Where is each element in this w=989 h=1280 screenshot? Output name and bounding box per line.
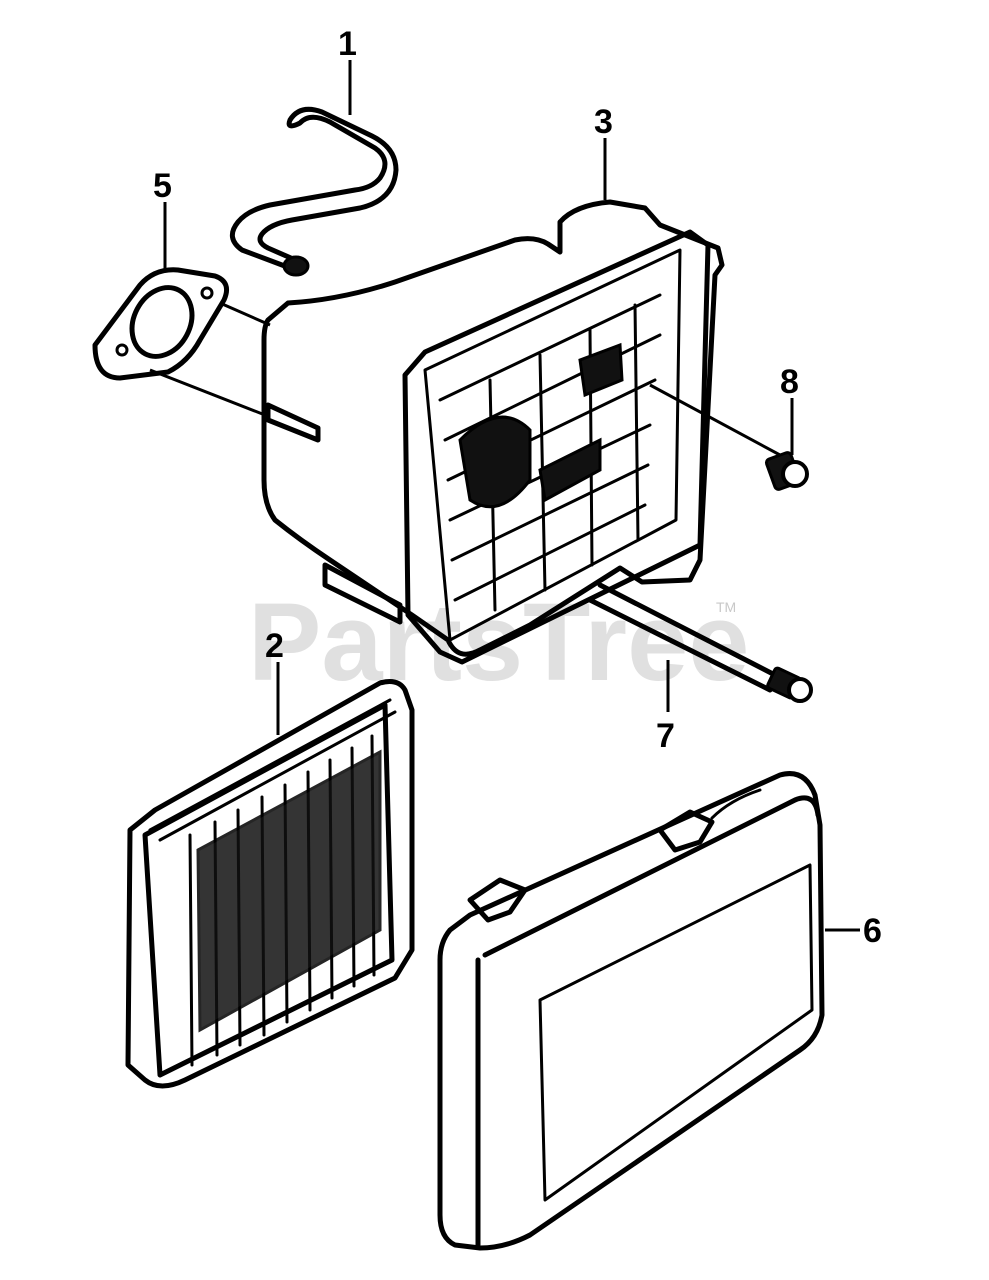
callout-labels: 1 3 5 8 2 7 6 [153,25,882,950]
part-cover[interactable] [437,771,825,1251]
callout-1: 1 [338,25,357,63]
callout-2: 2 [265,627,284,665]
part-filter-element[interactable] [125,679,415,1089]
part-breather-tube[interactable] [229,106,399,277]
callout-8: 8 [780,363,799,401]
part-gasket[interactable] [92,267,229,381]
callout-5: 5 [153,167,172,205]
part-air-cleaner-base[interactable] [261,199,725,665]
leader-lines [149,60,860,932]
callout-6: 6 [863,912,882,950]
callout-7: 7 [656,717,675,755]
part-nut[interactable] [649,383,809,491]
part-stud[interactable] [587,582,813,703]
callout-3: 3 [594,103,613,141]
watermark-trademark: TM [716,599,736,615]
